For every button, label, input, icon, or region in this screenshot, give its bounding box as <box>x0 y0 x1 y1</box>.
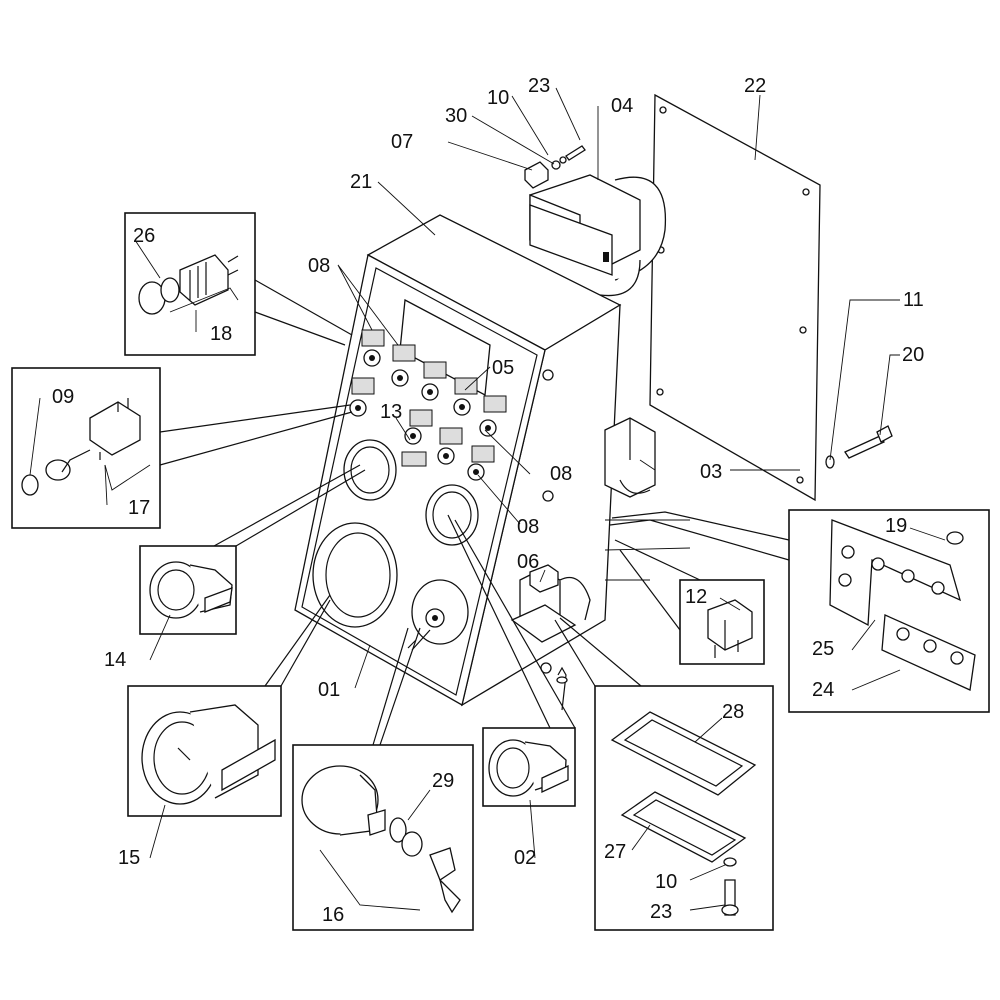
bolt-20 <box>825 425 893 469</box>
label-10-top: 10 <box>487 87 509 109</box>
label-15: 15 <box>118 847 140 869</box>
detail-box-09-17 <box>11 367 161 529</box>
label-06: 06 <box>517 551 539 573</box>
label-08-low: 08 <box>517 516 539 538</box>
label-09: 09 <box>52 386 74 408</box>
small-clip-07 <box>524 145 586 189</box>
module-03 <box>604 417 656 498</box>
label-04: 04 <box>611 95 633 117</box>
label-20: 20 <box>902 344 924 366</box>
label-07: 07 <box>391 131 413 153</box>
switch-row-2 <box>349 377 495 481</box>
detail-box-15 <box>127 685 282 817</box>
label-12: 12 <box>685 586 707 608</box>
label-21: 21 <box>350 171 372 193</box>
label-27: 27 <box>604 841 626 863</box>
main-housing <box>294 214 622 707</box>
label-02: 02 <box>514 847 536 869</box>
switch-row-1 <box>361 329 507 437</box>
label-17: 17 <box>128 497 150 519</box>
label-01: 01 <box>318 679 340 701</box>
label-11: 11 <box>903 289 924 311</box>
label-10-bottom: 10 <box>655 871 677 893</box>
label-16: 16 <box>322 904 344 926</box>
connector-06 <box>510 564 591 711</box>
label-08-top: 08 <box>308 255 330 277</box>
label-24: 24 <box>812 679 834 701</box>
label-13: 13 <box>380 401 402 423</box>
label-30: 30 <box>445 105 467 127</box>
detail-box-16-29 <box>292 744 474 931</box>
detail-box-26-18 <box>124 212 256 356</box>
detail-box-28-27 <box>594 685 774 931</box>
detail-box-19-25-24 <box>788 509 990 713</box>
detail-box-14 <box>139 545 237 635</box>
detail-box-12 <box>679 579 765 665</box>
label-22: 22 <box>744 75 766 97</box>
label-03: 03 <box>700 461 722 483</box>
label-26: 26 <box>133 225 155 247</box>
detail-box-02 <box>482 727 576 807</box>
label-23-top: 23 <box>528 75 550 97</box>
label-23-bottom: 23 <box>650 901 672 923</box>
back-plate <box>649 93 821 502</box>
label-05: 05 <box>492 357 514 379</box>
label-08-mid: 08 <box>550 463 572 485</box>
label-14: 14 <box>104 649 126 671</box>
label-19: 19 <box>885 515 907 537</box>
label-25: 25 <box>812 638 834 660</box>
label-18: 18 <box>210 323 232 345</box>
label-29: 29 <box>432 770 454 792</box>
label-28: 28 <box>722 701 744 723</box>
connector-housing <box>529 174 667 297</box>
